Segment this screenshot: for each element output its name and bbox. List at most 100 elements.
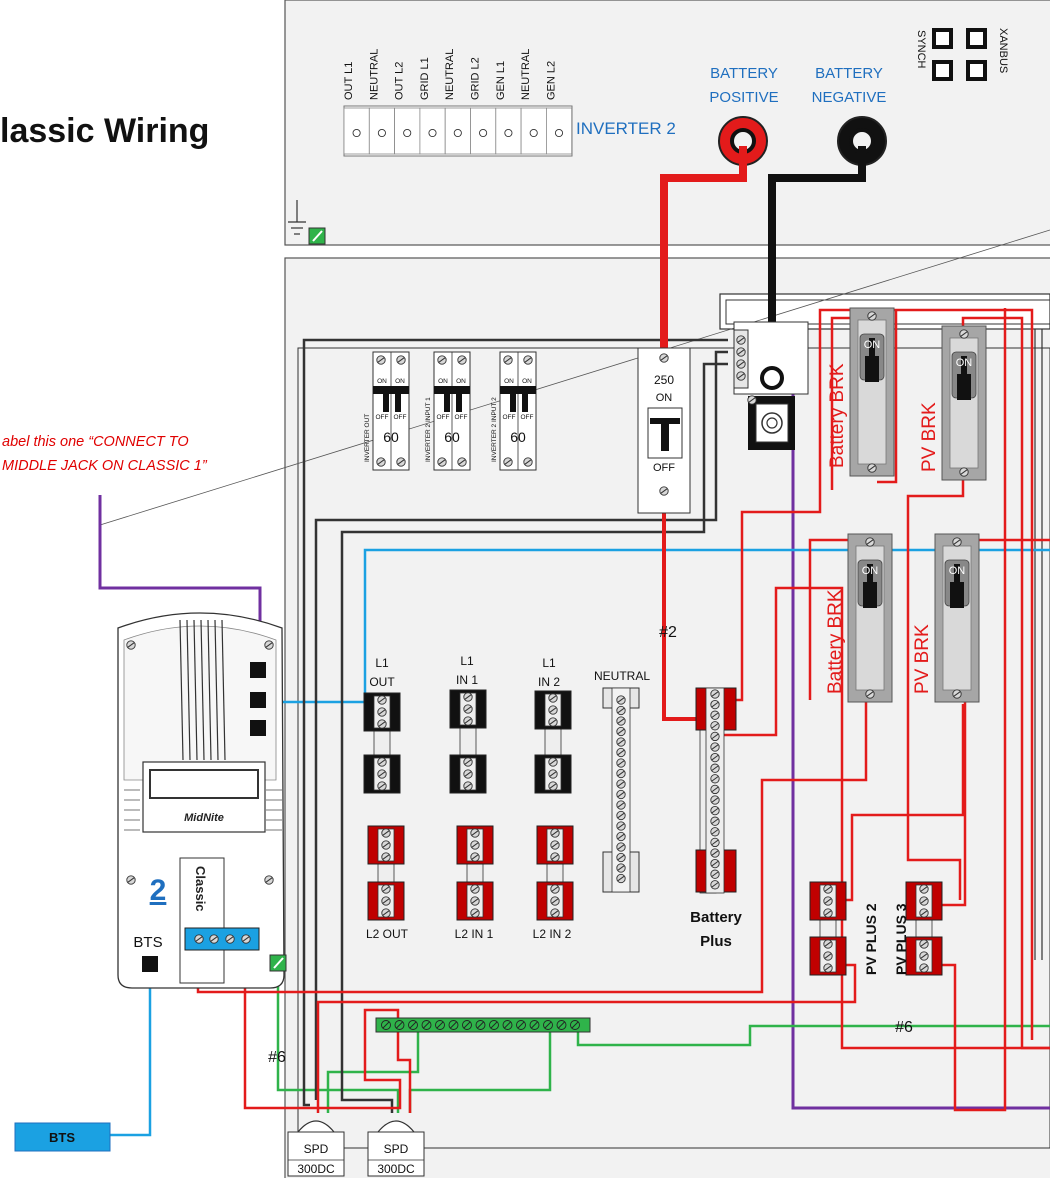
green-wire-spd1	[326, 1026, 420, 1113]
note-line-1: abel this one “CONNECT TO	[2, 434, 189, 450]
breaker-name: INVERTER OUT	[364, 414, 371, 462]
classic-port-2[interactable]	[250, 692, 266, 708]
dc-breaker-state: ON	[862, 565, 879, 577]
battery-plus-label-2: Plus	[700, 933, 732, 950]
bts-box	[14, 1122, 111, 1152]
inverter-terminal	[343, 107, 370, 155]
diagram-title: lassic Wiring	[0, 112, 209, 150]
battery-negative-label-1: BATTERY	[815, 65, 883, 82]
inverter-terminal-label: NEUTRAL	[444, 49, 456, 100]
classic-brand: MidNite	[184, 812, 224, 824]
bts-box-label: BTS	[49, 1130, 75, 1145]
inverter-terminal-label: OUT L2	[394, 62, 406, 100]
inverter-terminal-labels: OUT L1 NEUTRAL OUT L2 GRID L1 NEUTRAL GRID L2…	[343, 49, 557, 100]
inverter-terminal-label: NEUTRAL	[368, 49, 380, 100]
red-wire-brk-d	[906, 478, 965, 900]
communication-ports	[932, 28, 987, 81]
breaker-off-label: OFF	[437, 414, 450, 421]
l1-out-label-2: OUT	[369, 675, 395, 689]
pv-plus-3-label: PV PLUS 3	[893, 903, 909, 975]
dc-breaker-3[interactable]: ON Battery BRK	[825, 533, 893, 703]
red-wire-pvplus3-out	[935, 308, 1007, 1112]
dc-breaker-state: ON	[949, 565, 966, 577]
breaker-off-label: OFF	[503, 414, 516, 421]
breaker-on-label: ON	[395, 378, 405, 385]
dc-breaker-name: PV BRK	[919, 402, 940, 472]
classic-port-1[interactable]	[250, 662, 266, 678]
inverter-terminal-label: GRID L1	[419, 57, 431, 100]
dc-breaker-state: ON	[864, 339, 881, 351]
breaker-on-label: ON	[377, 378, 387, 385]
red-wire-classic-out	[243, 930, 412, 1113]
main-breaker-250[interactable]	[637, 347, 691, 514]
green-wire-classic-ground	[276, 966, 400, 1113]
classic-port-3[interactable]	[250, 720, 266, 736]
busbar-l1-in2	[534, 690, 572, 794]
red-wire-bus-to-brk1	[716, 308, 1034, 1040]
blue-wire-bts	[110, 968, 152, 1137]
l2-in2-label: L2 IN 2	[533, 927, 572, 941]
wire-gauge-ground-left: #6	[268, 1049, 286, 1066]
battery-positive-label-1: BATTERY	[710, 65, 778, 82]
inverter-terminal-label: GRID L2	[470, 57, 482, 100]
busbar-pv-plus-3	[905, 881, 943, 976]
busbar-l2-in1	[456, 825, 494, 921]
dark-wire-3	[340, 362, 728, 1113]
synch-label: SYNCH	[915, 30, 927, 69]
dc-breaker-name: Battery BRK	[827, 363, 848, 468]
inverter-terminal-label: OUT L1	[343, 62, 355, 100]
spd-label: SPD	[304, 1142, 329, 1156]
battery-positive-terminal	[718, 116, 768, 166]
battery-positive-label-2: POSITIVE	[709, 89, 778, 106]
dc-breaker-4[interactable]: ON PV BRK	[912, 533, 980, 703]
breaker-on-label: ON	[438, 378, 448, 385]
green-wire-main	[576, 1024, 1050, 1047]
breaker-rating: 60	[383, 429, 399, 445]
purple-wire-main	[791, 392, 1050, 1110]
breaker-small-1[interactable]: ON ON OFF OFF 60 INVERTER OUT	[364, 351, 410, 471]
breaker-rating: 60	[444, 429, 460, 445]
black-wire-battery-negative	[768, 146, 866, 372]
red-wire-main-to-busbar	[662, 495, 708, 721]
spd-1: SPD 300DC	[287, 1120, 345, 1177]
classic-bts-label: BTS	[133, 934, 162, 951]
breaker-off-label: OFF	[521, 414, 534, 421]
dark-wire-1	[302, 338, 728, 1107]
pv-plus-2-label: PV PLUS 2	[863, 903, 879, 975]
dc-breaker-name: Battery BRK	[825, 589, 846, 694]
red-wire-brk-b	[877, 310, 898, 484]
breaker-on-label: ON	[504, 378, 514, 385]
dc-breaker-1[interactable]: ON Battery BRK	[827, 307, 895, 477]
breaker-off-label: OFF	[376, 414, 389, 421]
red-wire-pvplus2-out	[316, 963, 857, 1113]
busbar-l1-in1	[449, 689, 487, 794]
breaker-on-label: ON	[456, 378, 466, 385]
blue-wire-comm	[260, 548, 1050, 704]
dc-breaker-name: PV BRK	[912, 624, 933, 694]
main-breaker-off: OFF	[653, 462, 675, 474]
busbar-pv-plus-2	[809, 881, 847, 976]
l2-out-label: L2 OUT	[366, 927, 409, 941]
battery-negative-label-2: NEGATIVE	[812, 89, 887, 106]
spd-rating: 300DC	[377, 1162, 415, 1176]
negative-busbar	[733, 321, 809, 450]
ground-busbar	[375, 1017, 591, 1033]
battery-plus-label-1: Battery	[690, 909, 742, 926]
spd-label: SPD	[384, 1142, 409, 1156]
inverter-terminal-block	[343, 105, 573, 157]
breaker-name: INVERTER 2 INPUT 2	[491, 397, 498, 462]
leader-line	[99, 229, 1050, 526]
breaker-on-label: ON	[522, 378, 532, 385]
spd-2: SPD 300DC	[367, 1120, 425, 1177]
red-wire-battery-positive	[660, 146, 747, 356]
chassis-ground-icon	[288, 200, 326, 245]
neutral-label: NEUTRAL	[594, 669, 650, 683]
classic-charge-controller: MidNite Classic	[117, 612, 287, 989]
breaker-off-label: OFF	[394, 414, 407, 421]
main-breaker-on: ON	[656, 392, 673, 404]
spd-rating: 300DC	[297, 1162, 335, 1176]
